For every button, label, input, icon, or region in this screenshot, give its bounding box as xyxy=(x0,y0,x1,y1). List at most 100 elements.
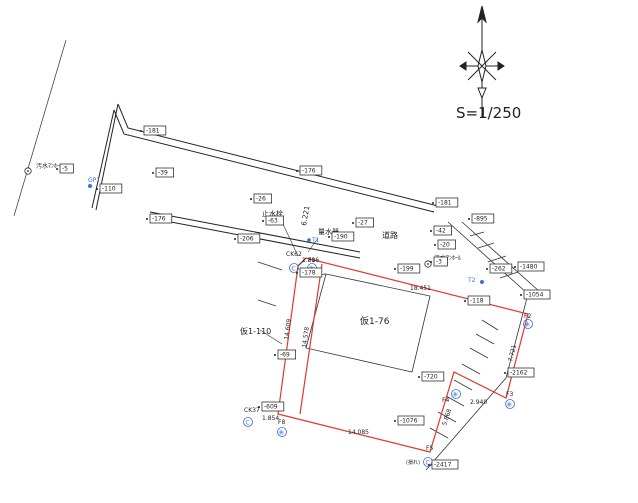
dim-7721: 7.721 xyxy=(507,344,518,363)
dim-6221: 6.221 xyxy=(300,205,311,226)
elevation-label: -176 xyxy=(146,213,173,224)
dim-14578: 14.578 xyxy=(301,326,311,348)
elevation-label: -27 xyxy=(352,217,375,228)
point-f1: F1 xyxy=(308,257,315,264)
svg-text:-5: -5 xyxy=(62,166,68,173)
dim-2940: 2.940 xyxy=(470,399,487,406)
elevation-label: -181 xyxy=(140,125,167,136)
dim-1854: 1.854 xyxy=(262,415,279,422)
svg-text:-1480: -1480 xyxy=(520,264,538,271)
svg-text:-69: -69 xyxy=(280,352,290,359)
point-f3: F3 xyxy=(506,391,513,398)
point-f4: F4 xyxy=(442,397,449,404)
elevation-label: -262 xyxy=(486,263,513,274)
marker-ki-f4: ㊑ xyxy=(451,389,461,399)
svg-text:-190: -190 xyxy=(334,234,348,241)
svg-text:-895: -895 xyxy=(474,216,488,223)
elevation-label: -69 xyxy=(274,349,297,360)
label-t2: T2 xyxy=(467,277,476,284)
svg-text:-27: -27 xyxy=(358,220,368,227)
label-ck62: CK62 xyxy=(286,251,302,258)
elevation-label: -42 xyxy=(430,225,453,236)
svg-text:㊑: ㊑ xyxy=(507,401,513,409)
lot-boundary xyxy=(277,257,529,453)
svg-text:-178: -178 xyxy=(302,270,316,277)
svg-text:-609: -609 xyxy=(264,404,278,411)
svg-text:-181: -181 xyxy=(146,128,160,135)
elevation-label: -2417 xyxy=(428,459,459,470)
label-road: 道路 xyxy=(382,230,398,240)
svg-text:-720: -720 xyxy=(424,374,438,381)
marker-ki-f8: ㊑ xyxy=(277,427,287,437)
marker-c-f5: C xyxy=(423,457,433,467)
svg-text:-2417: -2417 xyxy=(434,462,452,469)
svg-text:-110: -110 xyxy=(102,186,116,193)
elevation-label: -20 xyxy=(434,239,457,250)
svg-text:-262: -262 xyxy=(492,266,506,273)
point-f5: F5 xyxy=(426,445,433,452)
marker-ki-f2: ㊑ xyxy=(523,319,533,329)
svg-text:-181: -181 xyxy=(438,200,452,207)
svg-text:-20: -20 xyxy=(440,242,450,249)
marker-ki-f3: ㊑ xyxy=(505,399,515,409)
point-f2: F2 xyxy=(524,313,531,320)
svg-text:C: C xyxy=(426,460,430,467)
elevation-label: -206 xyxy=(234,233,261,244)
elevation-label: -1076 xyxy=(394,415,425,426)
svg-text:㊑: ㊑ xyxy=(525,321,531,329)
svg-text:-176: -176 xyxy=(152,216,166,223)
elevation-label: -118 xyxy=(464,295,491,306)
elevation-label: -110 xyxy=(96,183,123,194)
svg-text:-2162: -2162 xyxy=(510,370,528,377)
svg-text:C: C xyxy=(292,266,296,273)
manhole-icon xyxy=(424,260,432,268)
svg-text:㊑: ㊑ xyxy=(453,391,459,399)
marker-c-ck37: C xyxy=(243,417,253,427)
elevation-labels: -5 -181 -110 -39 -176 -181 -26 -176 -63 -27 -190 -2… xyxy=(56,125,551,470)
marker-c-ck62: C xyxy=(289,263,299,273)
elevation-label: -5 xyxy=(56,163,74,174)
svg-text:-42: -42 xyxy=(436,228,446,235)
elevation-label: -63 xyxy=(262,215,285,226)
hatched-slope xyxy=(425,221,541,471)
elevation-label: -720 xyxy=(418,371,445,382)
elevation-label: -895 xyxy=(468,213,495,224)
svg-text:-1054: -1054 xyxy=(526,292,544,299)
svg-text:-26: -26 xyxy=(256,196,266,203)
elevation-label: -181 xyxy=(432,197,459,208)
svg-text:-176: -176 xyxy=(302,168,316,175)
svg-text:-3: -3 xyxy=(436,259,442,266)
dim-14609: 14.609 xyxy=(283,318,293,340)
svg-text:㊑: ㊑ xyxy=(279,429,285,437)
dim-14085: 14.085 xyxy=(348,429,369,436)
elevation-label: -1480 xyxy=(514,261,545,272)
svg-text:-206: -206 xyxy=(240,236,254,243)
elevation-label: -176 xyxy=(296,165,323,176)
tag-destroyed: (損れ) xyxy=(406,459,420,466)
svg-text:-199: -199 xyxy=(400,266,414,273)
label-t1: T1 xyxy=(311,237,320,244)
svg-text:C: C xyxy=(246,420,250,427)
elevation-label: -2162 xyxy=(504,367,535,378)
dim-5868: 5.868 xyxy=(441,408,453,427)
elevation-label: -190 xyxy=(328,231,355,242)
corner-link xyxy=(297,257,307,267)
svg-text:-1076: -1076 xyxy=(400,418,418,425)
manhole-icon xyxy=(24,167,32,175)
label-gp1: GP1 xyxy=(88,177,100,184)
dim-1806: 1.806 xyxy=(302,257,319,264)
dim-18451: 18.451 xyxy=(410,285,431,292)
svg-text:-118: -118 xyxy=(470,298,484,305)
benchmark-icon xyxy=(88,184,484,284)
elevation-label: -199 xyxy=(394,263,421,274)
svg-text:-39: -39 xyxy=(158,170,168,177)
label-lot-west: 仮1-110 xyxy=(240,326,271,336)
elevation-label: -1054 xyxy=(520,289,551,300)
scale-label: S=1/250 xyxy=(456,104,521,122)
elevation-label: -3 xyxy=(430,256,448,267)
north-arrow-icon xyxy=(459,5,505,118)
label-fire-hydrant: 止水栓 xyxy=(262,209,283,218)
elevation-label: -609 xyxy=(258,401,285,412)
leader-lines xyxy=(259,221,319,345)
